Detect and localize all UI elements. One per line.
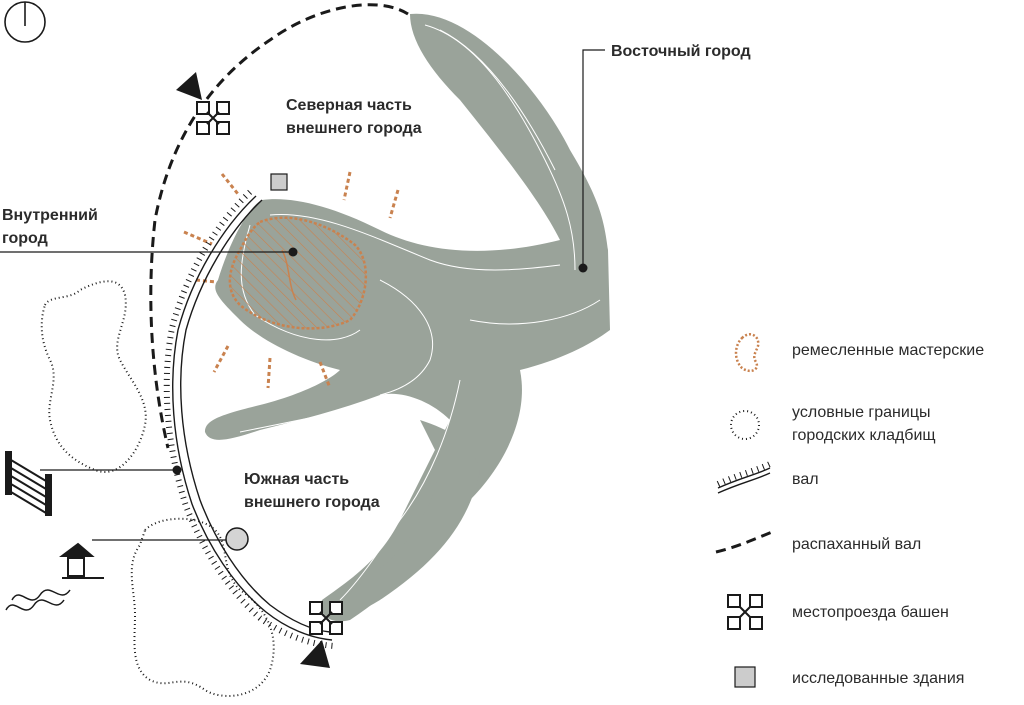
label-north-outer-1: Северная часть	[286, 97, 412, 114]
label-north-outer-2: внешнего города	[286, 120, 422, 137]
inner-city-dot	[288, 247, 298, 257]
legend-building-icon	[734, 666, 756, 688]
label-inner-city-1: Внутренний	[2, 207, 98, 224]
leader-lines	[0, 49, 605, 541]
excavation-circle	[225, 527, 249, 551]
land-area	[205, 13, 610, 622]
plowed-rampart	[149, 3, 409, 449]
legend-towers: местопроезда башен	[792, 604, 949, 621]
legend-plowed-rampart-icon	[715, 530, 773, 554]
workshop-markers	[183, 171, 400, 389]
legend-cemeteries-2: городских кладбищ	[792, 427, 936, 444]
legend-workshops: ремесленные мастерские	[792, 342, 984, 359]
studied-building	[270, 173, 288, 191]
fence-point-dot	[172, 465, 182, 475]
tower-south-icon	[300, 601, 343, 668]
tower-north-icon	[176, 72, 230, 135]
legend-cemetery-icon	[730, 410, 760, 440]
legend-tower-icon	[727, 594, 763, 630]
legend-rampart: вал	[792, 471, 819, 488]
fence-icon	[5, 451, 52, 516]
well-icon	[5, 542, 104, 611]
label-inner-city-2: город	[2, 230, 48, 247]
rampart	[163, 189, 335, 649]
east-city-dot	[578, 263, 588, 273]
legend-plowed-rampart: распаханный вал	[792, 536, 921, 553]
cemetery-boundaries	[40, 280, 275, 697]
label-south-outer-1: Южная часть	[244, 471, 349, 488]
legend: ремесленные мастерские условные границы …	[715, 333, 984, 688]
compass-icon	[4, 1, 46, 43]
legend-cemeteries-1: условные границы	[792, 404, 930, 421]
legend-rampart-icon	[716, 461, 772, 494]
legend-buildings: исследованные здания	[792, 670, 964, 687]
label-south-outer-2: внешнего города	[244, 494, 380, 511]
inner-city-workshop-area	[228, 216, 368, 330]
legend-workshop-icon	[734, 333, 760, 373]
label-east-city: Восточный город	[611, 43, 751, 60]
